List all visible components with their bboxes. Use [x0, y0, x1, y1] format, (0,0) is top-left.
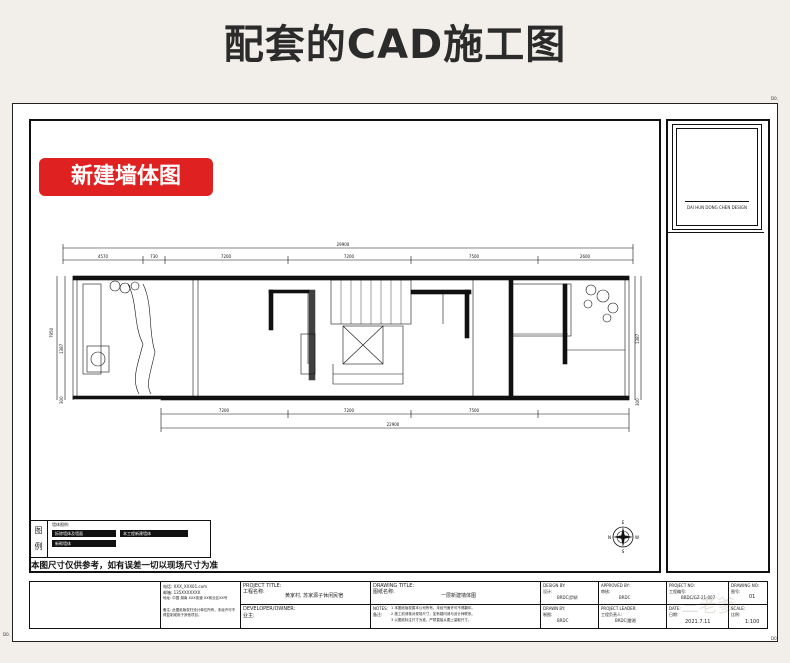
page-title: 配套的CAD施工图: [223, 22, 567, 68]
divider: [541, 604, 599, 605]
legend-item: 新砌墙体: [52, 540, 116, 547]
title-block: 电话: XXX_XXX01.com 邮箱: 135XXXXXXX 地址: 中国 …: [29, 581, 768, 629]
logo-inner: DAI HUN DONG CHEN DESIGN: [676, 128, 758, 226]
label: APPROVED BY:: [601, 583, 630, 588]
divider: [371, 604, 541, 605]
company-note: 备注: 此图纸版权归设计单位所有，未经许可不得复制或用于其他项目。: [163, 608, 236, 617]
watermark: 三老爹: [681, 596, 735, 617]
legend-title: 墙体图例:: [52, 522, 70, 527]
divider: [599, 604, 667, 605]
label: PROJECT TITLE:: [243, 583, 282, 589]
dim-left: 300: [59, 396, 64, 404]
logo-frame: DAI HUN DONG CHEN DESIGN: [672, 124, 762, 230]
tb-drawing: DRAWING TITLE: 图纸名称: 一层新建墙体图 NOTES: 备注: …: [370, 582, 541, 628]
corner-mark: D0.: [3, 632, 10, 637]
dim-right: 300: [635, 398, 640, 406]
divider: [729, 604, 768, 605]
date: 2021.7.11: [685, 619, 711, 625]
note-line: 2 施工前请核对现场尺寸，如有疑问请与设计师联系。: [391, 612, 475, 616]
dim-bottom-seg: 7500: [469, 408, 480, 413]
project-leader: BRDC|雷湘: [615, 618, 636, 623]
legend-label-a: 图: [34, 526, 43, 535]
label: PROJECT LEADER:: [601, 606, 637, 611]
label: 工程编号:: [669, 589, 687, 594]
compass-e: E: [622, 520, 625, 525]
tb-company: 电话: XXX_XXX01.com 邮箱: 135XXXXXXX 地址: 中国 …: [160, 582, 240, 628]
drawing-frame: [29, 119, 661, 573]
legend-item: 拆除墙体及墙面: [52, 530, 116, 537]
label: 日期:: [669, 612, 679, 617]
label: 审核:: [601, 589, 611, 594]
dim-right: 1387: [635, 333, 640, 344]
compass-w: W: [635, 535, 639, 540]
label: DESIGN BY:: [543, 583, 566, 588]
dim-top-seg: 2600: [580, 254, 591, 259]
drawn-by: BRDC: [557, 618, 569, 623]
label: PROJECT NO:: [669, 583, 695, 588]
dim-top-seg: 7200: [221, 254, 232, 259]
label: 业主:: [243, 613, 255, 619]
label: DEVELOPER/OWNER:: [243, 606, 296, 612]
cad-sheet: D0. D0. D0. 新建墙体图: [3, 96, 778, 642]
label: 图纸名称:: [373, 589, 395, 595]
tb-project-no: PROJECT NO: 工程编号: BRDC/GZ-21-007 DATE: 日…: [666, 582, 729, 628]
logo-text: DAI HUN DONG CHEN DESIGN: [687, 205, 747, 210]
divider: [667, 604, 729, 605]
note-line: 1 本图纸版权属本公司所有，未经书面许可不得翻印。: [391, 606, 475, 610]
label: 图号:: [731, 589, 741, 594]
dim-top-seg: 7500: [469, 254, 480, 259]
label: 制图:: [543, 612, 553, 617]
dim-top-seg: 730: [150, 254, 158, 259]
label: 设计:: [543, 589, 553, 594]
tb-project: PROJECT TITLE: 工程名称: 黄家村, 苏家源子休闲民宿 DEVEL…: [240, 582, 371, 628]
label: 工程名称:: [243, 589, 265, 595]
corner-mark: D0.: [771, 96, 778, 101]
tb-approve: APPROVED BY: 审核: BRDC PROJECT LEADER: 工程…: [598, 582, 667, 628]
label: 备注:: [373, 612, 383, 617]
project-no: BRDC/GZ-21-007: [681, 595, 716, 600]
drawing-no: 01: [749, 594, 756, 600]
drawing-name: 一层新建墙体图: [441, 593, 477, 599]
label: SCALE:: [731, 606, 746, 611]
approved-by: BRDC: [619, 595, 631, 600]
divider: [668, 232, 764, 233]
dim-bottom-seg: 7200: [344, 408, 355, 413]
drawing-badge: 新建墙体图: [39, 158, 213, 196]
dim-left: 1387: [59, 343, 64, 354]
label: DRAWING TITLE:: [373, 583, 415, 589]
legend-label-b: 例: [34, 542, 43, 551]
label: DRAWING NO:: [731, 583, 760, 588]
right-panel: DAI HUN DONG CHEN DESIGN: [666, 119, 770, 573]
dim-bottom-total: 22900: [387, 422, 400, 427]
project-name: 黄家村, 苏家源子休闲民宿: [285, 593, 344, 599]
dim-left: 7950: [49, 327, 54, 338]
corner-mark: D0.: [771, 636, 778, 641]
dimension-note: 本图尺寸仅供参考，如有误差一切以现场尺寸为准: [31, 561, 219, 571]
compass-s: S: [622, 549, 625, 554]
scale: 1:100: [745, 619, 760, 625]
design-by: BRDC|伊妍: [557, 595, 578, 600]
compass-n: N: [608, 535, 611, 540]
company-line: 电话: XXX_XXX01.com: [163, 584, 207, 589]
company-line: 邮箱: 135XXXXXXX: [163, 590, 201, 595]
dim-bottom-seg: 7200: [219, 408, 230, 413]
tb-drawing-no: DRAWING NO: 图号: 01 SCALE: 比例: 1:100: [728, 582, 768, 628]
compass-icon: E N W S: [608, 520, 639, 554]
legend-item: 本工程新建墙体: [120, 530, 188, 537]
label: 比例:: [731, 612, 741, 617]
dim-top-seg: 4570: [98, 254, 109, 259]
label: 工程负责人:: [601, 612, 623, 617]
legend-label: 图 例: [30, 521, 48, 557]
label: DRAWN BY:: [543, 606, 566, 611]
legend: 图 例 墙体图例: 拆除墙体及墙面 本工程新建墙体 新砌墙体: [29, 520, 211, 558]
company-line: 地址: 中国 湖南 XXX街道 XX商业区XX号: [163, 596, 228, 600]
note-line: 3 以图纸标注尺寸为准，严禁直接从图上量取尺寸。: [391, 618, 472, 622]
label: NOTES:: [373, 606, 388, 611]
floor-plan: 29900 4570 730 7200 7200 7500 2600 7200 …: [49, 242, 642, 432]
dim-top-total: 29900: [337, 242, 350, 247]
label: DATE:: [669, 606, 681, 611]
tb-design: DESIGN BY: 设计: BRDC|伊妍 DRAWN BY: 制图: BRD…: [540, 582, 599, 628]
divider: [241, 604, 371, 605]
dim-top-seg: 7200: [344, 254, 355, 259]
